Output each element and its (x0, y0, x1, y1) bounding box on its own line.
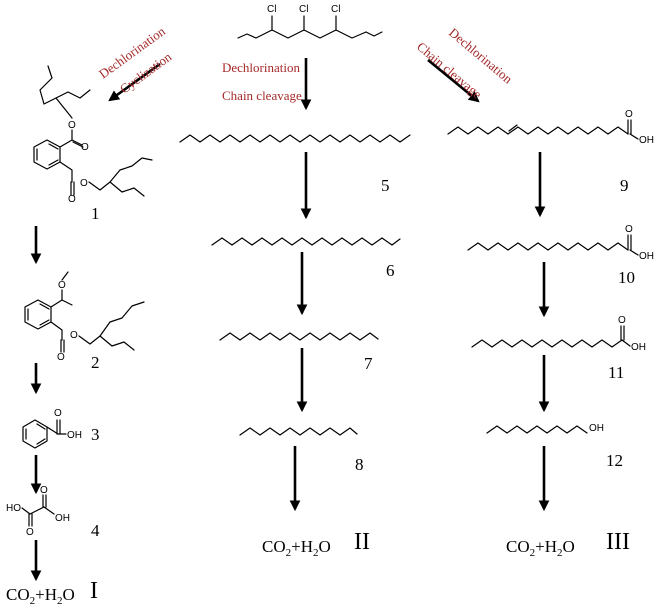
compound-1-structure: O O O O 1 (33, 65, 153, 223)
chlorine-label: Cl (331, 4, 340, 15)
co2-h2o-product-II: CO2+H2O (262, 537, 331, 559)
pvc-fragment: Cl Cl Cl (237, 4, 383, 39)
compound-number-8: 8 (355, 455, 364, 474)
oxygen-label: O (58, 280, 66, 291)
compound-number-4: 4 (91, 521, 100, 540)
hydroxyl-label: OH (639, 135, 654, 146)
pathway-label-II: II (354, 529, 370, 555)
hydroxyl-label: HO (6, 503, 21, 514)
compound-number-3: 3 (91, 425, 100, 444)
chain-cleavage-label: Chain cleavage (222, 88, 302, 103)
compound-number-10: 10 (618, 268, 635, 287)
compound-9-structure: O OH (447, 109, 654, 146)
oxygen-label: O (81, 142, 89, 153)
pathway-label-I: I (90, 578, 98, 604)
co2-h2o-product-I: CO2+H2O (6, 585, 75, 607)
compound-number-1: 1 (91, 204, 100, 223)
hydroxyl-label: OH (639, 251, 654, 262)
reaction-arrow-left: Dechlorination Cyclization (96, 23, 175, 102)
oxygen-label: O (625, 224, 633, 235)
hydroxyl-label: OH (67, 430, 82, 441)
oxygen-label: O (26, 527, 34, 538)
compound-number-7: 7 (364, 354, 373, 373)
pathway-label-III: III (606, 529, 630, 555)
compound-10-structure: O OH (467, 224, 654, 262)
hydroxyl-label: OH (55, 513, 70, 524)
hydroxyl-label: OH (631, 342, 646, 353)
oxygen-label: O (618, 315, 626, 326)
reaction-arrow-middle: Dechlorination Chain cleavage (222, 58, 312, 111)
compound-3-structure: O OH 3 (22, 408, 100, 449)
compound-number-2: 2 (91, 353, 100, 372)
oxygen-label: O (80, 178, 88, 189)
compound-number-5: 5 (381, 176, 390, 195)
chlorine-label: Cl (299, 4, 308, 15)
compound-number-12: 12 (606, 451, 623, 470)
compound-2-structure: O O O 2 (24, 271, 145, 372)
oxygen-label: O (68, 120, 76, 131)
compound-number-9: 9 (620, 176, 629, 195)
compound-4-structure: HO O O OH 4 (6, 485, 100, 540)
compound-12-structure: OH (486, 423, 604, 434)
oxygen-label: O (68, 194, 76, 205)
oxygen-label: O (54, 408, 62, 419)
hydroxyl-label: OH (589, 423, 604, 434)
alkane-chains-middle (179, 134, 411, 436)
dechlorination-label: Dechlorination (222, 60, 300, 75)
co2-h2o-product-III: CO2+H2O (506, 537, 575, 559)
compound-number-6: 6 (386, 261, 395, 280)
oxygen-label: O (625, 109, 633, 120)
compound-11-structure: O OH (471, 315, 646, 353)
oxygen-label: O (70, 330, 78, 341)
chlorine-label: Cl (267, 4, 276, 15)
compound-number-11: 11 (608, 363, 624, 382)
oxygen-label: O (40, 485, 48, 496)
oxygen-label: O (57, 352, 65, 363)
reaction-arrow-right: Dechlorination Chain cleavage (414, 25, 516, 103)
